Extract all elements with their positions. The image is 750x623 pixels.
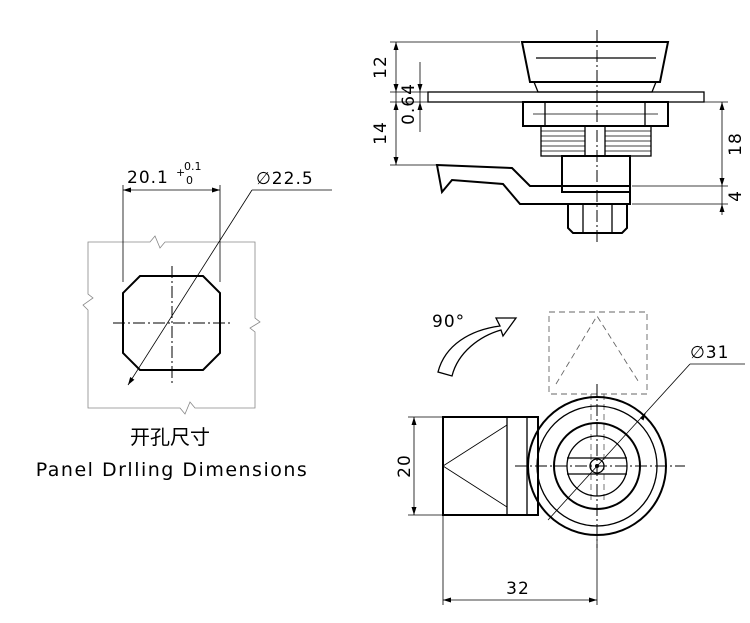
top-view: 90° ∅31 20 (395, 311, 745, 605)
dim-0-64: 0.64 (399, 83, 419, 125)
top-diameter-label: ∅31 (690, 343, 729, 363)
hole-width-tol-lower: 0 (186, 174, 193, 187)
dim-4: 4 (726, 190, 746, 202)
hole-width-tol-upper: 0.1 (184, 160, 202, 173)
hole-diameter-label: ∅22.5 (256, 169, 314, 189)
dim-20: 20 (395, 454, 415, 478)
dim-14: 14 (371, 121, 391, 145)
rotation-arrow (437, 317, 518, 377)
svg-text:+: + (176, 166, 185, 179)
hole-width-value: 20.1 (127, 168, 169, 188)
panel-title-cn: 开孔尺寸 (130, 425, 210, 449)
dim-12: 12 (371, 55, 391, 79)
panel-hole (122, 275, 221, 371)
panel-drilling-view: 20.1 0.1 0 + ∅22.5 开孔尺寸 Panel Drlling Di… (36, 160, 332, 481)
side-view: 12 0.64 14 18 4 (371, 30, 746, 245)
panel-title-en: Panel Drlling Dimensions (36, 459, 309, 481)
rotation-label: 90° (432, 312, 465, 332)
dim-18: 18 (726, 132, 746, 156)
dim-32: 32 (506, 579, 530, 599)
